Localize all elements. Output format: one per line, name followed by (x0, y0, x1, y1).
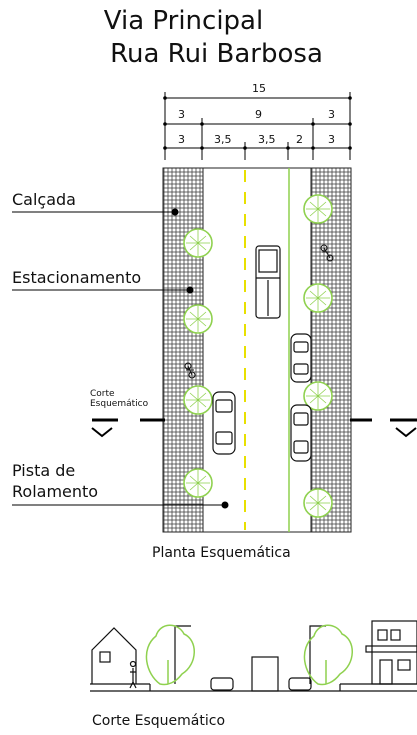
dim-row3-3: 3,5 (258, 133, 276, 146)
car-3 (290, 404, 312, 462)
dimension-lines (164, 92, 351, 160)
dim-row2-middle: 9 (255, 108, 262, 121)
dim-row3-2: 3,5 (214, 133, 232, 146)
car-2 (290, 333, 312, 383)
dim-row3-4: 2 (296, 133, 303, 146)
label-pista-1: Pista de (12, 461, 76, 480)
dim-row2-right: 3 (328, 108, 335, 121)
title-line-2: Rua Rui Barbosa (110, 39, 323, 69)
label-pista-2: Rolamento (12, 482, 99, 501)
label-calcada: Calçada (12, 190, 76, 209)
leader-lines (12, 211, 225, 506)
car-1 (212, 391, 236, 455)
dim-total: 15 (252, 82, 266, 95)
dim-row3-5: 3 (328, 133, 335, 146)
tree-hatch (186, 196, 330, 516)
title-line-1: Via Principal (103, 6, 264, 36)
truck (255, 245, 281, 319)
leader-dots (171, 208, 229, 509)
cut-arrow-right (395, 427, 417, 438)
dimension-ticks (163, 96, 352, 150)
caption-section: Corte Esquemático (92, 713, 226, 729)
bicycle-icons (184, 244, 334, 379)
cross-section (90, 620, 417, 692)
trees-right (303, 194, 333, 518)
cut-arrow-left (91, 427, 113, 438)
section-trees (145, 624, 353, 686)
dim-row3-1: 3 (178, 133, 185, 146)
caption-plan: Planta Esquemática (152, 545, 291, 561)
dim-row2-left: 3 (178, 108, 185, 121)
right-sidewalk (310, 167, 352, 533)
label-estacionamento: Estacionamento (12, 268, 142, 287)
label-corte-small-2: Esquemático (90, 399, 149, 409)
label-corte-small-1: Corte (90, 389, 115, 399)
